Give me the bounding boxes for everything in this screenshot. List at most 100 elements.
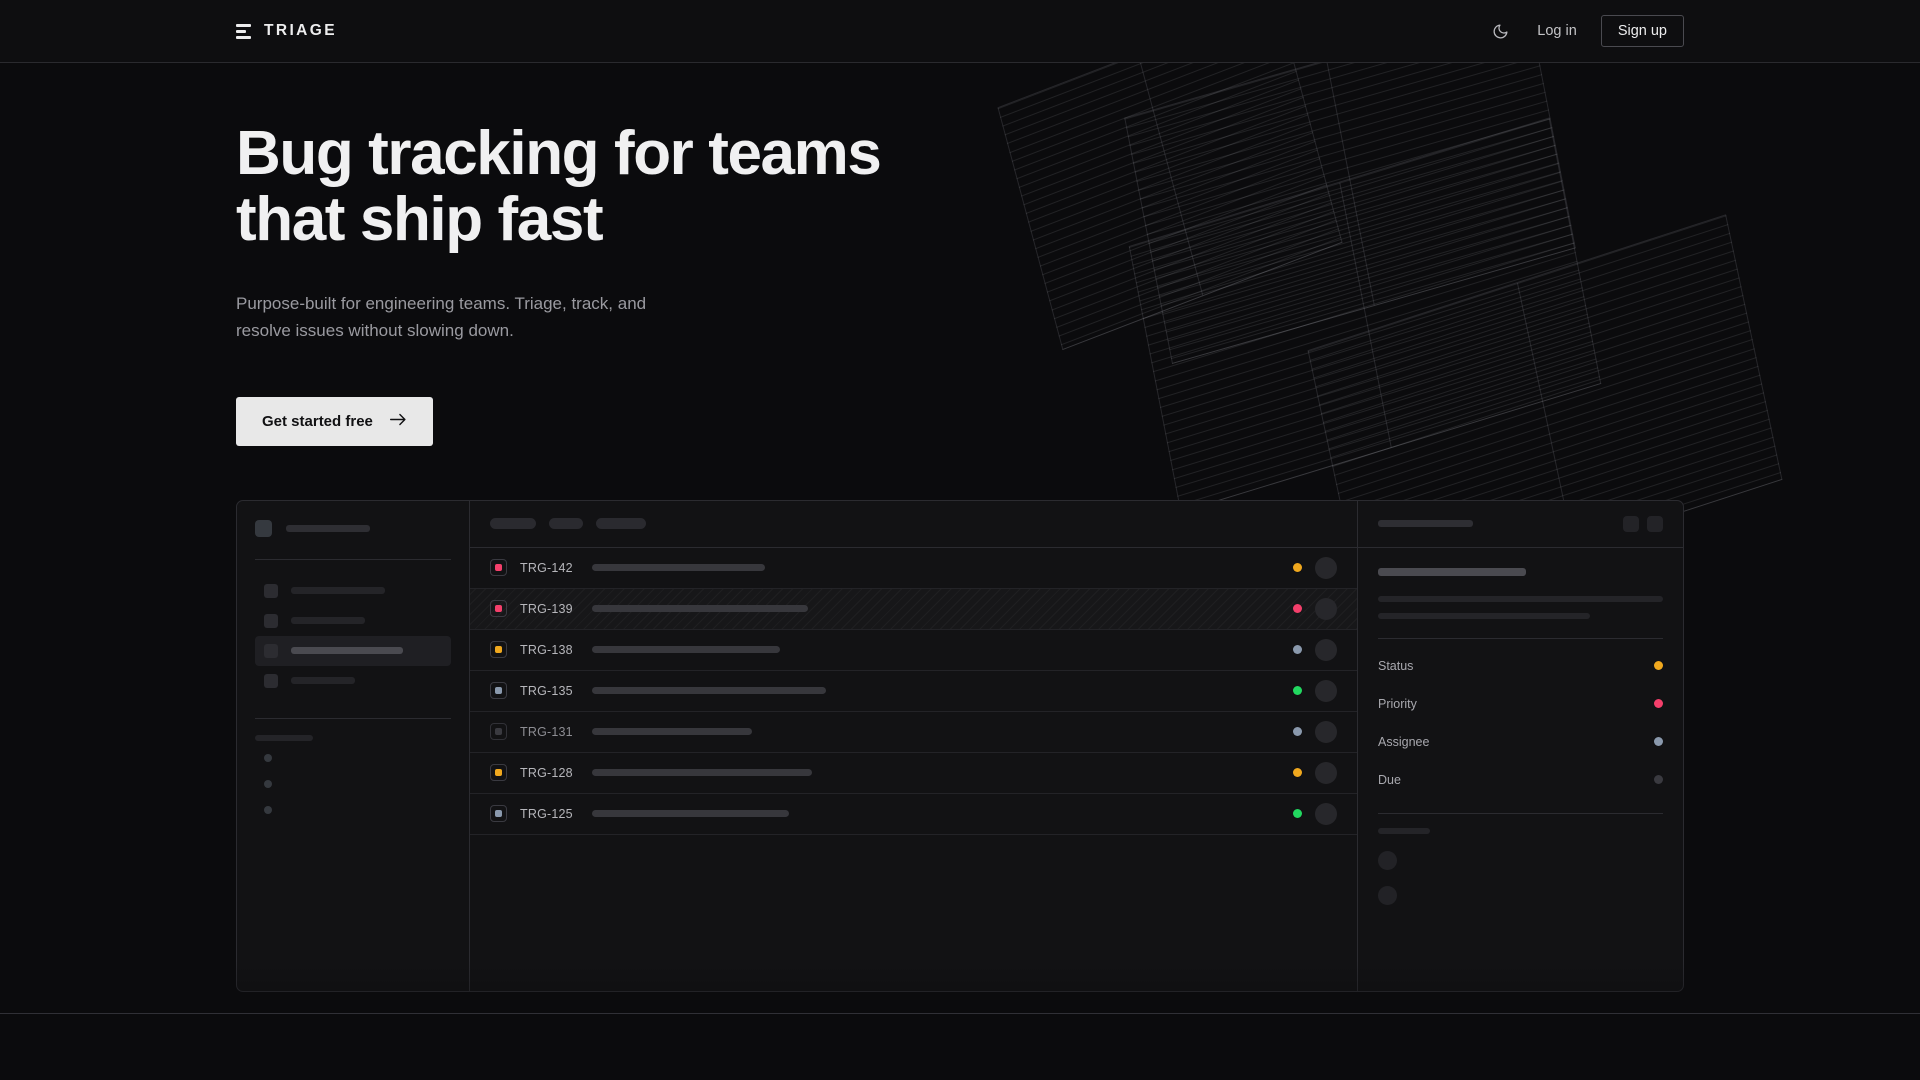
meta-label: Status [1378, 658, 1414, 673]
issue-id: TRG-142 [520, 560, 573, 575]
meta-row-assignee[interactable]: Assignee [1378, 723, 1663, 761]
detail-divider-1 [1378, 637, 1663, 639]
row-meta [1293, 802, 1337, 825]
issue-title-skeleton [592, 646, 780, 654]
sidebar-divider-top [255, 558, 451, 560]
table-row[interactable]: TRG-142 [470, 548, 1357, 589]
top-navigation-bar: TRIAGE Log in Sign up [0, 0, 1920, 63]
issue-title-skeleton [592, 728, 752, 736]
sidebar-project-3[interactable] [255, 797, 451, 823]
meta-row-due[interactable]: Due [1378, 761, 1663, 799]
row-meta [1293, 679, 1337, 702]
sidebar-item-icon [264, 643, 278, 658]
sidebar-item-4[interactable] [255, 666, 451, 696]
meta-label: Priority [1378, 696, 1417, 711]
sidebar-item-2[interactable] [255, 606, 451, 636]
avatar [1315, 761, 1337, 784]
detail-action-1-button[interactable] [1623, 515, 1639, 532]
priority-icon[interactable] [490, 764, 507, 782]
priority-icon[interactable] [490, 723, 507, 741]
status-badge [1293, 563, 1302, 573]
issue-title-skeleton [592, 564, 765, 572]
hero-subtitle: Purpose-built for engineering teams. Tri… [236, 293, 647, 341]
meta-label: Due [1378, 772, 1401, 787]
sidebar-item-label-skeleton [291, 587, 385, 595]
sidebar-item-icon [264, 583, 278, 598]
filter-chip-1[interactable] [490, 518, 536, 530]
priority-icon[interactable] [490, 682, 507, 700]
detail-panel-body: Status Priority Assignee Due [1358, 548, 1683, 925]
detail-title-skeleton [1378, 567, 1526, 576]
row-meta [1293, 597, 1337, 620]
filter-chip-2[interactable] [549, 518, 583, 530]
get-started-label: Get started free [262, 412, 373, 430]
table-row[interactable]: TRG-138 [470, 630, 1357, 671]
project-dot-icon [264, 753, 272, 762]
priority-icon[interactable] [490, 641, 507, 659]
sidebar-item-icon [264, 613, 278, 628]
avatar [1378, 885, 1397, 905]
issue-id: TRG-139 [520, 601, 573, 616]
sidebar-item-1[interactable] [255, 576, 451, 606]
signup-button[interactable]: Sign up [1600, 15, 1684, 47]
meta-label: Assignee [1378, 734, 1430, 749]
triage-bars-icon [236, 23, 251, 39]
table-row[interactable]: TRG-139 [470, 588, 1357, 630]
activity-label-skeleton [1378, 827, 1430, 834]
avatar [1315, 720, 1337, 743]
page-title: Bug tracking for teams that ship fast [236, 119, 882, 255]
sidebar-item-label-skeleton [291, 647, 403, 655]
detail-desc-line-2 [1378, 612, 1590, 619]
table-row[interactable]: TRG-125 [470, 794, 1357, 835]
mockup-workspace-switcher[interactable] [255, 519, 451, 537]
login-link[interactable]: Log in [1537, 23, 1577, 39]
meta-row-priority[interactable]: Priority [1378, 685, 1663, 723]
sidebar-item-3-active[interactable] [255, 635, 451, 666]
sidebar-project-2[interactable] [255, 771, 451, 797]
sidebar-project-1[interactable] [255, 745, 451, 771]
row-meta [1293, 720, 1337, 743]
status-badge [1293, 727, 1302, 737]
sidebar-divider-bottom [255, 717, 451, 719]
sidebar-project-list [255, 745, 451, 823]
workspace-avatar [255, 519, 272, 537]
issue-list-column: TRG-142 TRG-139 TRG-138 [470, 500, 1358, 991]
mockup-sidebar [237, 500, 470, 991]
issue-title-skeleton [592, 810, 789, 818]
sidebar-section-label-skeleton [255, 734, 313, 741]
table-row[interactable]: TRG-135 [470, 671, 1357, 712]
meta-row-status[interactable]: Status [1378, 647, 1663, 685]
moon-icon[interactable] [1487, 18, 1513, 44]
sidebar-item-label-skeleton [291, 617, 365, 625]
filter-chip-3[interactable] [596, 518, 646, 530]
status-badge [1293, 604, 1302, 614]
priority-icon[interactable] [490, 805, 507, 823]
issue-title-skeleton [592, 605, 808, 613]
issue-title-skeleton [592, 769, 812, 777]
detail-action-2-button[interactable] [1647, 515, 1663, 532]
issue-id: TRG-131 [520, 724, 573, 739]
status-badge [1293, 686, 1302, 696]
get-started-button[interactable]: Get started free [236, 396, 433, 446]
issue-id: TRG-138 [520, 642, 573, 657]
avatar [1315, 556, 1337, 579]
due-badge [1654, 775, 1663, 785]
project-dot-icon [264, 805, 272, 814]
issue-detail-panel: Status Priority Assignee Due [1358, 501, 1683, 991]
detail-breadcrumb-skeleton [1378, 520, 1473, 528]
table-row[interactable]: TRG-131 [470, 712, 1357, 753]
table-row[interactable]: TRG-128 [470, 753, 1357, 794]
sidebar-item-label-skeleton [291, 677, 355, 685]
status-badge [1293, 645, 1302, 655]
priority-icon[interactable] [490, 559, 507, 577]
priority-icon[interactable] [490, 600, 507, 618]
detail-panel-header [1358, 501, 1683, 548]
workspace-name-skeleton [286, 524, 370, 532]
nav-actions: Log in Sign up [1487, 15, 1684, 47]
avatar [1315, 638, 1337, 661]
issue-id: TRG-128 [520, 765, 573, 780]
issue-id: TRG-125 [520, 806, 573, 821]
issue-id: TRG-135 [520, 683, 573, 698]
brand-logo[interactable]: TRIAGE [236, 22, 337, 40]
avatar [1315, 802, 1337, 825]
